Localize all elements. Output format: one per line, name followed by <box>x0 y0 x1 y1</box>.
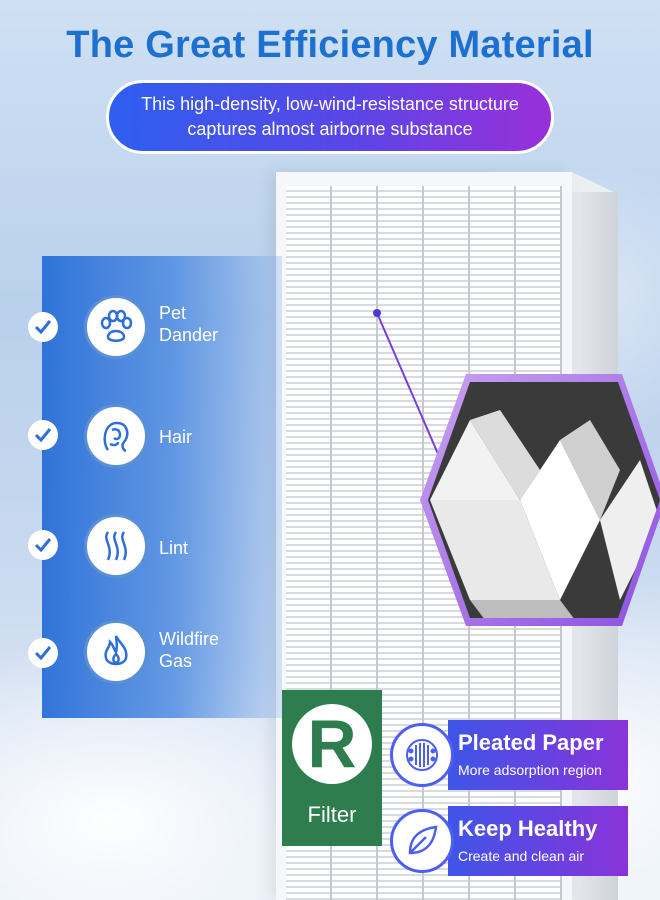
badge-letter: R <box>292 704 372 784</box>
feature-pleated-paper: Pleated Paper More adsorption region <box>448 720 628 790</box>
banner-line-2: captures almost airborne substance <box>187 119 473 139</box>
check-icon <box>28 530 58 560</box>
check-icon <box>28 638 58 668</box>
hair-icon <box>84 404 148 468</box>
feature-title: Pleated Paper <box>458 730 604 755</box>
flame-icon <box>84 620 148 684</box>
paw-icon <box>84 295 148 359</box>
feature-title: Keep Healthy <box>458 816 598 841</box>
description-banner: This high-density, low-wind-resistance s… <box>106 80 554 154</box>
item-label-wildfire-gas: Wildfire Gas <box>159 629 220 671</box>
banner-line-1: This high-density, low-wind-resistance s… <box>141 94 519 114</box>
item-label-hair: Hair <box>159 427 193 447</box>
page-title: The Great Efficiency Material <box>66 24 594 66</box>
r-filter-badge: R Filter <box>282 690 382 846</box>
check-icon <box>28 312 58 342</box>
check-icon <box>28 420 58 450</box>
item-label-pet-dander: Pet Dander <box>159 303 219 345</box>
pollutant-panel <box>42 256 282 718</box>
feature-subtitle: Create and clean air <box>458 848 585 864</box>
molecule-icon <box>390 723 454 787</box>
item-label-lint: Lint <box>159 538 189 558</box>
callout-line <box>376 312 446 471</box>
callout-dot <box>373 309 381 317</box>
badge-text: Filter <box>307 802 357 827</box>
feature-keep-healthy: Keep Healthy Create and clean air <box>448 806 628 876</box>
feature-subtitle: More adsorption region <box>458 762 602 778</box>
leaf-icon <box>390 809 454 873</box>
lint-icon <box>84 514 148 578</box>
